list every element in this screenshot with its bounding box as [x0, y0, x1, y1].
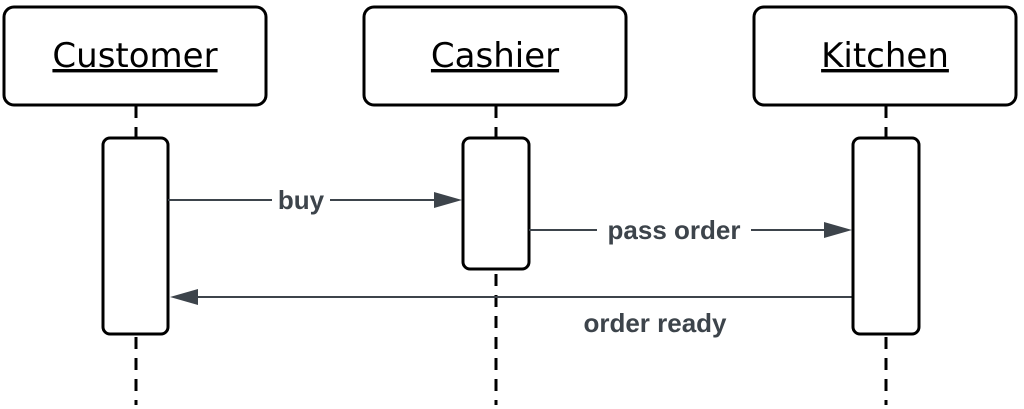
activation-kitchen: [851, 136, 921, 336]
activation-customer: [101, 136, 170, 336]
participant-label-cashier: Cashier: [431, 36, 559, 76]
activation-cashier: [461, 136, 531, 271]
participant-customer: Customer: [2, 5, 268, 107]
message-label-buy: buy: [278, 185, 325, 215]
message-label-pass-order: pass order: [608, 215, 741, 245]
participant-cashier: Cashier: [362, 5, 628, 107]
participant-kitchen: Kitchen: [752, 5, 1018, 107]
message-label-bg-pass-order: [597, 214, 751, 246]
participant-label-kitchen: Kitchen: [821, 36, 949, 76]
arrowhead-right-icon: [824, 222, 852, 238]
participant-box-cashier: [362, 5, 628, 107]
message-label-order-ready: order ready: [583, 308, 727, 338]
participant-box-customer: [2, 5, 268, 107]
arrowhead-right-icon: [434, 192, 462, 208]
message-order-ready: [170, 289, 853, 305]
participant-label-customer: Customer: [52, 36, 217, 76]
message-buy: buy: [168, 184, 462, 216]
participant-box-kitchen: [752, 5, 1018, 107]
message-pass-order: pass order: [529, 214, 852, 246]
message-label-bg-buy: [272, 184, 330, 216]
arrowhead-left-icon: [170, 289, 198, 305]
